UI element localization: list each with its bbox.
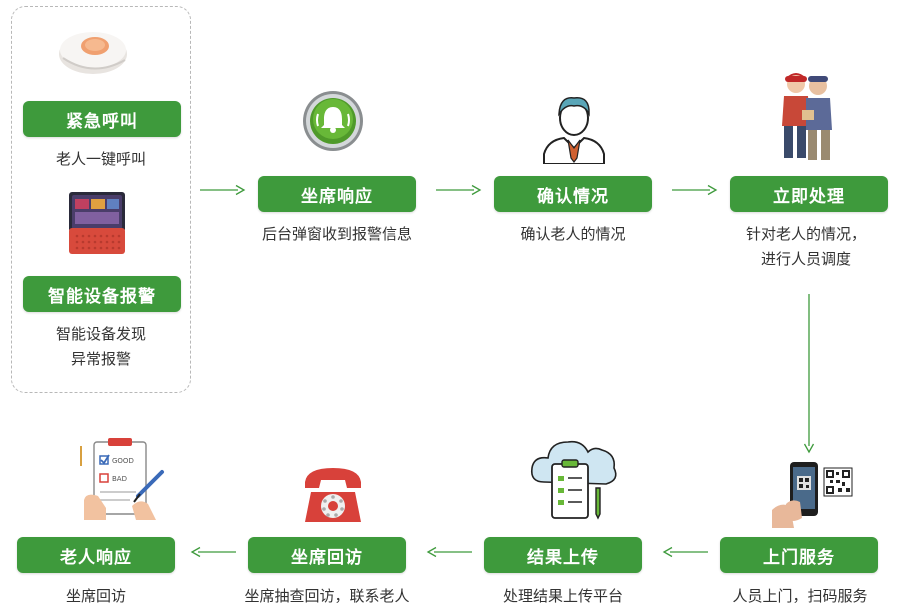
confirm-situation-desc: 确认老人的情况: [520, 225, 626, 243]
arrow-left-icon: [662, 546, 708, 558]
arrow-down-icon: [803, 294, 815, 454]
form-good-text: GOOD: [112, 457, 134, 465]
operator-person-icon: [540, 88, 608, 165]
feedback-form-icon: GOOD BAD: [76, 436, 168, 520]
form-bad-text: BAD: [112, 475, 127, 483]
smart-screen-device-icon: [67, 190, 127, 256]
seat-response-desc: 后台弹窗收到报警信息: [261, 225, 412, 243]
arrow-left-icon: [426, 546, 472, 558]
arrow-right-icon: [672, 184, 718, 196]
door-service-button[interactable]: 上门服务: [720, 537, 878, 573]
cloud-upload-report-icon: [530, 436, 620, 522]
elder-response-desc: 坐席回访: [65, 587, 126, 605]
door-service-desc: 人员上门，扫码服务: [732, 587, 868, 605]
telephone-icon: [303, 464, 363, 526]
call-button-device-icon: [55, 18, 131, 80]
emergency-call-desc: 老人一键呼叫: [55, 150, 146, 168]
seat-revisit-button[interactable]: 坐席回访: [248, 537, 406, 573]
result-upload-button[interactable]: 结果上传: [484, 537, 642, 573]
arrow-left-icon: [190, 546, 236, 558]
smart-device-alarm-button[interactable]: 智能设备报警: [23, 276, 181, 312]
alarm-bell-icon: [302, 90, 364, 152]
confirm-situation-button[interactable]: 确认情况: [494, 176, 652, 212]
phone-scan-qr-icon: [772, 458, 856, 528]
emergency-call-button[interactable]: 紧急呼叫: [23, 101, 181, 137]
immediate-handle-button[interactable]: 立即处理: [730, 176, 888, 212]
seat-revisit-desc: 坐席抽查回访，联系老人: [244, 587, 410, 605]
elder-response-button[interactable]: 老人响应: [17, 537, 175, 573]
seat-response-button[interactable]: 坐席响应: [258, 176, 416, 212]
arrow-right-icon: [436, 184, 482, 196]
result-upload-desc: 处理结果上传平台: [502, 587, 623, 605]
service-workers-icon: [776, 70, 838, 162]
immediate-handle-desc: 针对老人的情况， 进行人员调度: [745, 225, 866, 268]
smart-device-alarm-desc: 智能设备发现 异常报警: [55, 325, 146, 368]
alarm-sources-group: [11, 6, 191, 393]
arrow-right-icon: [200, 184, 246, 196]
